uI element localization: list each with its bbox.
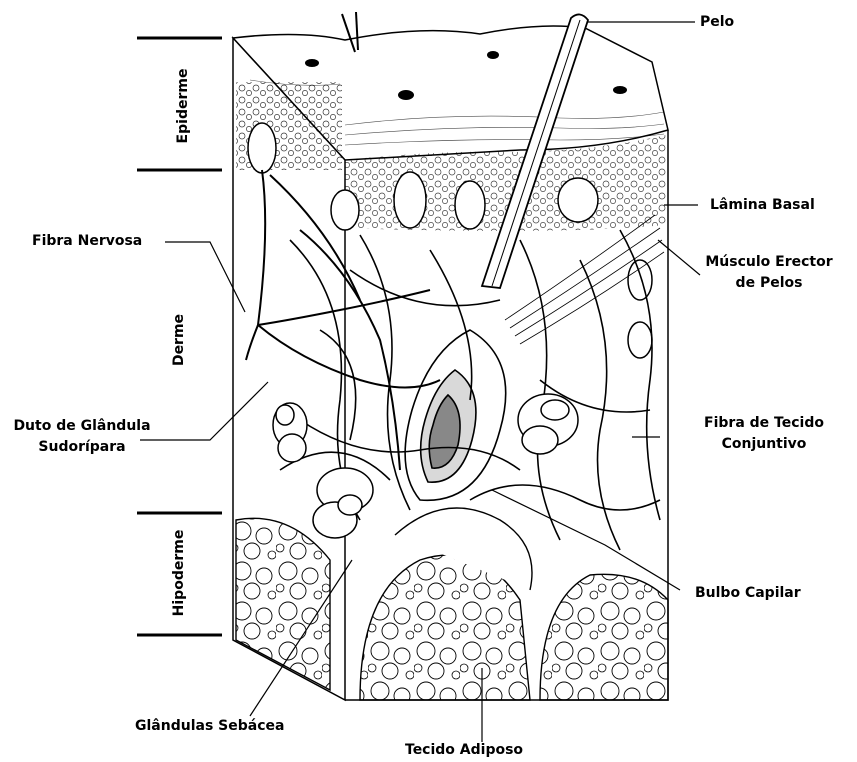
- label-fibra-nervosa: Fibra Nervosa: [32, 231, 142, 252]
- label-musculo-erector-line1: Músculo Erector: [703, 252, 835, 273]
- label-musculo-erector-line2: de Pelos: [703, 273, 835, 294]
- layer-label-hipoderme: Hipoderme: [171, 530, 187, 617]
- layer-label-epiderme: Epiderme: [175, 69, 191, 144]
- label-fibra-tecido: Fibra de Tecido Conjuntivo: [676, 413, 852, 455]
- label-duto-glandula: Duto de Glândula Sudorípara: [2, 416, 162, 458]
- label-bulbo-capilar: Bulbo Capilar: [695, 583, 801, 604]
- label-musculo-erector: Músculo Erector de Pelos: [703, 252, 835, 294]
- adipose-lobules: [236, 508, 668, 700]
- layer-label-derme: Derme: [171, 314, 187, 366]
- label-lamina-basal: Lâmina Basal: [710, 195, 815, 216]
- label-glandulas-sebacea: Glândulas Sebácea: [135, 716, 284, 737]
- label-fibra-tecido-line2: Conjuntivo: [676, 434, 852, 455]
- hair-bulb: [405, 330, 506, 500]
- label-duto-line2: Sudorípara: [2, 437, 162, 458]
- label-duto-line1: Duto de Glândula: [2, 416, 162, 437]
- label-pelo: Pelo: [700, 12, 734, 33]
- label-fibra-tecido-line1: Fibra de Tecido: [676, 413, 852, 434]
- label-tecido-adiposo: Tecido Adiposo: [405, 740, 523, 761]
- leader-musculo: [658, 240, 700, 275]
